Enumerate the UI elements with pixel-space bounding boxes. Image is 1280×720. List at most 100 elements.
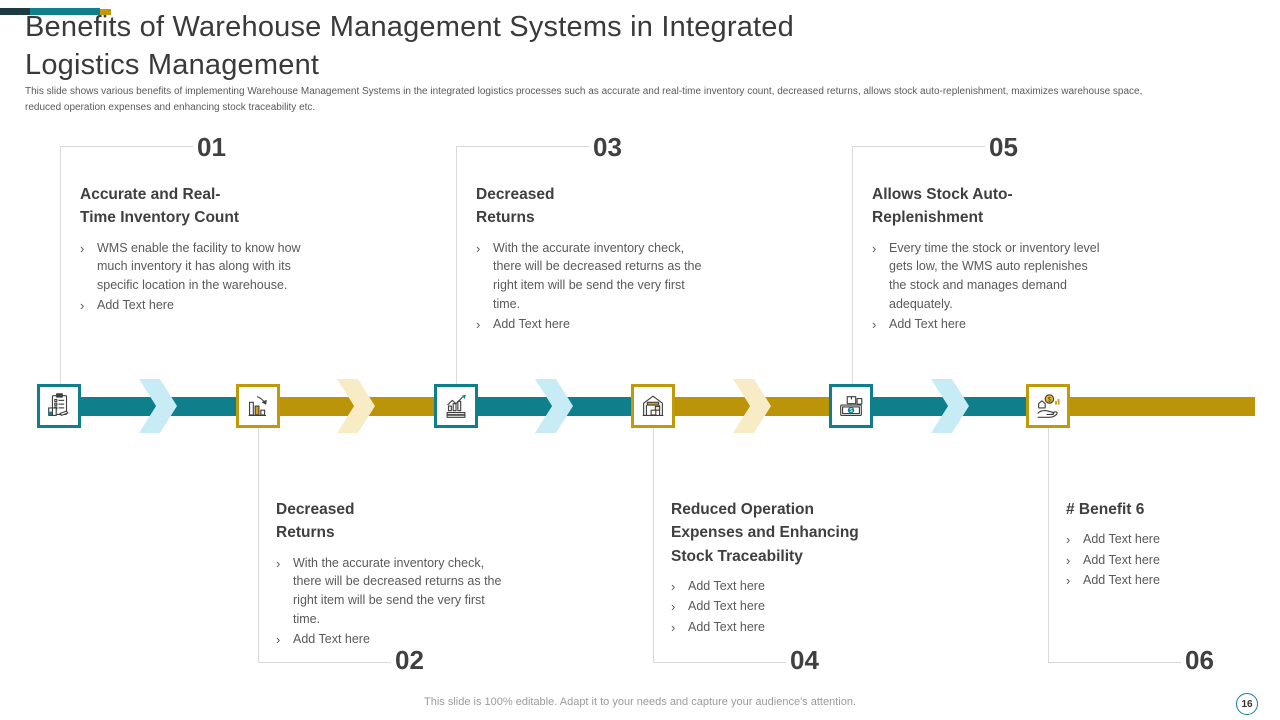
benefit-number-02: 02 (395, 645, 424, 675)
bullet-marker: › (476, 240, 481, 256)
bullet-marker: › (671, 578, 676, 594)
list-item: › With the accurate inventory check, ther… (476, 239, 732, 314)
benefit-block-05: Allows Stock Auto- Replenishment › Every … (872, 183, 1128, 335)
benefit-title: Accurate and Real- Time Inventory Count (80, 186, 240, 227)
benefit-title: Decreased Returns (276, 501, 355, 542)
bullet-marker: › (1066, 552, 1071, 568)
bullet-marker: › (80, 297, 85, 313)
benefit-bullets: › Add Text here › Add Text here › Add Text … (671, 577, 927, 638)
bullet-text: Add Text here (688, 599, 765, 614)
connector-line (456, 146, 457, 384)
list-item: › Add Text here (1066, 530, 1280, 550)
inventory-clipboard-icon (44, 391, 74, 421)
warehouse-icon (638, 391, 668, 421)
bullet-marker: › (1066, 573, 1071, 589)
bullet-marker: › (476, 316, 481, 332)
bullet-text: Add Text here (688, 578, 765, 593)
bracket-line (258, 662, 391, 663)
benefit-number-04: 04 (790, 645, 819, 675)
bullet-text: With the accurate inventory check, there… (293, 555, 502, 626)
bracket-line (852, 146, 985, 147)
benefit-bullets: › Add Text here › Add Text here › Add Text … (1066, 530, 1280, 591)
bracket-line (1048, 662, 1181, 663)
list-item: › Add Text here (671, 597, 927, 617)
timeline-node-06: $ (1026, 384, 1070, 428)
benefit-number-01: 01 (197, 132, 226, 162)
bracket-line (60, 146, 193, 147)
list-item: › Add Text here (872, 315, 1128, 335)
timeline-node-02 (236, 384, 280, 428)
list-item: › Add Text here (476, 315, 732, 335)
benefit-title: Reduced Operation Expenses and Enhancing… (671, 501, 859, 565)
bullet-text: WMS enable the facility to know how much… (97, 240, 301, 293)
bullet-marker: › (80, 240, 85, 256)
money-expenses-icon: $ (836, 391, 866, 421)
benefit-block-04: Reduced Operation Expenses and Enhancing… (671, 498, 927, 638)
bullet-marker: › (872, 240, 877, 256)
bullet-text: Add Text here (1083, 552, 1160, 567)
bullet-marker: › (671, 599, 676, 615)
benefit-title: Decreased Returns (476, 186, 555, 227)
page-title: Benefits of Warehouse Management Systems… (25, 11, 794, 81)
bullet-text: Add Text here (293, 631, 370, 646)
connector-line (653, 428, 654, 663)
list-item: › Add Text here (276, 630, 532, 650)
benefit-number-05: 05 (989, 132, 1018, 162)
accent-bar-teal (30, 8, 100, 15)
benefit-bullets: › With the accurate inventory check, ther… (476, 239, 732, 335)
bullet-marker: › (1066, 532, 1071, 548)
benefit-bullets: › With the accurate inventory check, ther… (276, 554, 532, 650)
benefit-block-03: Decreased Returns › With the accurate inv… (476, 183, 732, 335)
bullet-text: With the accurate inventory check, there… (493, 240, 702, 311)
bullet-text: Add Text here (1083, 573, 1160, 588)
page-number-badge: 16 (1236, 693, 1258, 715)
svg-text:$: $ (849, 408, 853, 414)
benefit-block-01: Accurate and Real- Time Inventory Count … (80, 183, 336, 316)
list-item: › Add Text here (671, 577, 927, 597)
connector-line (60, 146, 61, 384)
bullet-text: Add Text here (97, 297, 174, 312)
slide-subtitle: This slide shows various benefits of imp… (25, 86, 1143, 113)
benefit-bullets: › WMS enable the facility to know how muc… (80, 239, 336, 316)
benefit-bullets: › Every time the stock or inventory level… (872, 239, 1128, 335)
connector-line (852, 146, 853, 384)
benefit-number-03: 03 (593, 132, 622, 162)
accent-bar-dark (0, 8, 30, 15)
list-item: › Every time the stock or inventory level… (872, 239, 1128, 314)
timeline-segment (1048, 397, 1255, 416)
bullet-text: Every time the stock or inventory level … (889, 240, 1100, 311)
benefit-title: # Benefit 6 (1066, 501, 1145, 518)
bullet-text: Add Text here (889, 316, 966, 331)
bullet-marker: › (872, 316, 877, 332)
list-item: › WMS enable the facility to know how muc… (80, 239, 336, 295)
bullet-marker: › (276, 555, 281, 571)
accent-bar-gold (100, 9, 111, 15)
list-item: › Add Text here (80, 296, 336, 316)
bracket-line (456, 146, 589, 147)
timeline-node-01 (37, 384, 81, 428)
svg-text:$: $ (1048, 396, 1052, 403)
benefit-title: Allows Stock Auto- Replenishment (872, 186, 1013, 227)
bullet-text: Add Text here (688, 619, 765, 634)
timeline-node-04 (631, 384, 675, 428)
benefit-number-06: 06 (1185, 645, 1214, 675)
benefit-block-02: Decreased Returns › With the accurate inv… (276, 498, 532, 650)
footer-note: This slide is 100% editable. Adapt it to… (424, 696, 856, 708)
bullet-marker: › (276, 631, 281, 647)
connector-line (258, 428, 259, 663)
list-item: › Add Text here (671, 618, 927, 638)
list-item: › Add Text here (1066, 571, 1280, 591)
timeline-node-03 (434, 384, 478, 428)
list-item: › With the accurate inventory check, ther… (276, 554, 532, 629)
bullet-marker: › (671, 619, 676, 635)
bullet-text: Add Text here (493, 316, 570, 331)
hand-coins-icon: $ (1033, 391, 1063, 421)
growth-chart-coins-icon (441, 391, 471, 421)
timeline-node-05: $ (829, 384, 873, 428)
declining-bar-chart-icon (243, 391, 273, 421)
connector-line (1048, 428, 1049, 663)
list-item: › Add Text here (1066, 551, 1280, 571)
benefit-block-06: # Benefit 6 › Add Text here › Add Text her… (1066, 498, 1280, 592)
bullet-text: Add Text here (1083, 532, 1160, 547)
